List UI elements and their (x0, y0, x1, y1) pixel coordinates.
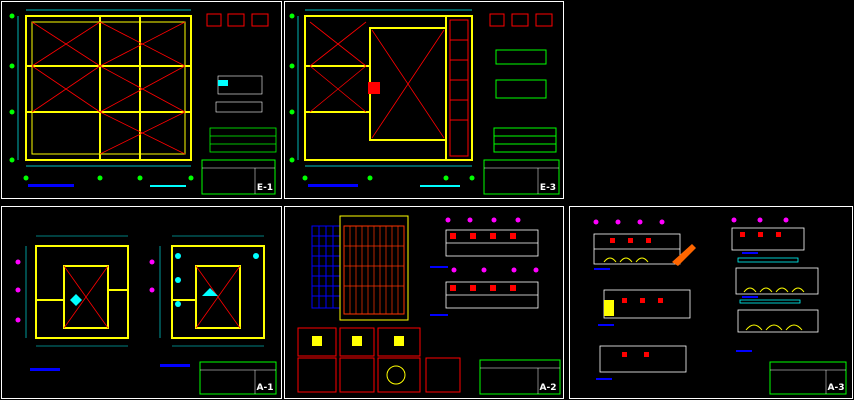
sheet-e3-code: E-3 (540, 183, 556, 193)
sheet-e3[interactable]: E-3 (284, 1, 564, 199)
sheet-e1-code: E-1 (257, 183, 273, 193)
sheet-a1-code: A-1 (257, 383, 274, 393)
sheet-a3[interactable]: A-3 (569, 206, 853, 399)
sheet-a2-code: A-2 (540, 383, 557, 393)
sheet-a3-code: A-3 (828, 383, 845, 393)
sheet-e1[interactable]: E-1 (1, 1, 282, 199)
sheet-a1[interactable]: A-1 (1, 206, 282, 399)
sheet-a2[interactable]: A-2 (284, 206, 564, 399)
